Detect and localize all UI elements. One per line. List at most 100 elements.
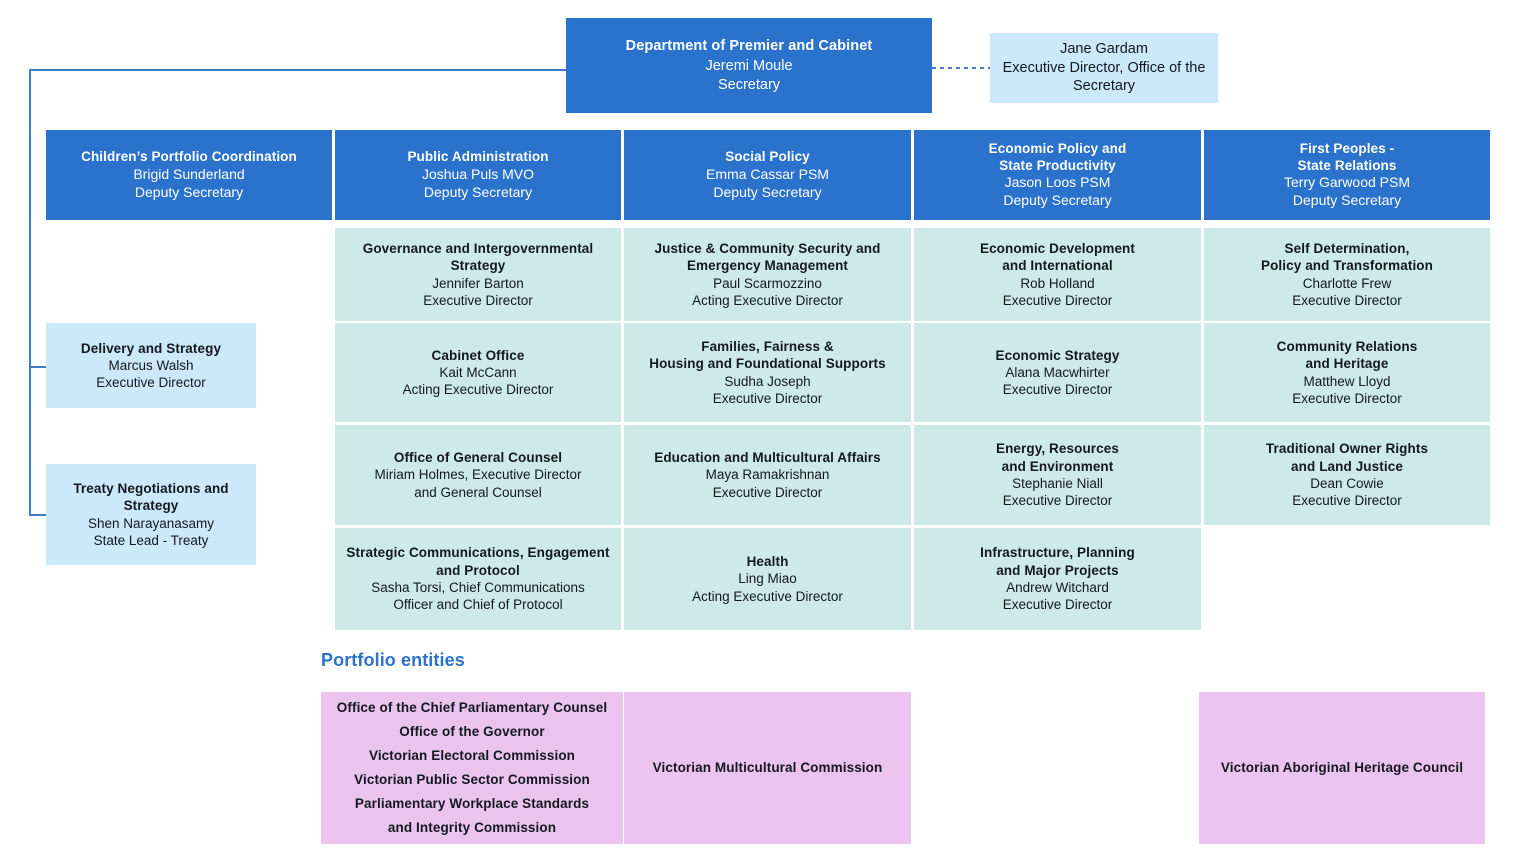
branch-role: Executive Director xyxy=(1002,292,1113,308)
branch-title: Economic Strategy xyxy=(995,347,1120,363)
deputy-role: Deputy Secretary xyxy=(134,183,244,200)
office-of-secretary-name: Jane Gardam xyxy=(1060,41,1148,58)
branch-role: Executive Director xyxy=(712,390,823,406)
portfolio-entity: Office of the Chief Parliamentary Counse… xyxy=(336,699,608,715)
branch-name: Kait McCann xyxy=(439,364,517,380)
branch-role: Officer and Chief of Protocol xyxy=(393,597,563,613)
department-secretary-role: Secretary xyxy=(717,76,781,93)
branch-box-self-determination-policy-and-transformation[interactable]: Self Determination,Policy and Transforma… xyxy=(1204,228,1490,321)
deputy-name: Joshua Puls MVO xyxy=(421,165,535,182)
portfolio-entities-heading: Portfolio entities xyxy=(321,650,465,670)
branch-title: Cabinet Office xyxy=(431,347,525,363)
portfolio-entity: Victorian Public Sector Commission xyxy=(354,772,590,787)
branch-role: Executive Director xyxy=(712,484,823,500)
branch-name: Maya Ramakrishnan xyxy=(705,467,830,483)
branch-name: Sudha Joseph xyxy=(724,373,811,389)
deputy-title: Social Policy xyxy=(725,149,810,165)
department-secretary-name: Jeremi Moule xyxy=(705,58,793,75)
branch-box-cabinet-office[interactable]: Cabinet Office Kait McCann Acting Execut… xyxy=(335,323,621,422)
branch-name: Alana Macwhirter xyxy=(1005,364,1110,380)
branch-role: Executive Director xyxy=(1292,493,1402,509)
connector-stub-delivery-strategy xyxy=(29,366,48,368)
unit-title: Delivery and Strategy xyxy=(80,340,222,356)
deputy-role: Deputy Secretary xyxy=(1292,192,1402,209)
branch-name: Stephanie Niall xyxy=(1012,476,1103,491)
branch-box-economic-strategy[interactable]: Economic Strategy Alana Macwhirter Execu… xyxy=(914,323,1201,422)
branch-name: Jennifer Barton xyxy=(432,275,524,291)
deputy-box-social-policy[interactable]: Social Policy Emma Cassar PSM Deputy Sec… xyxy=(624,130,911,220)
branch-role: Executive Director xyxy=(1292,390,1402,406)
branch-name: Paul Scarmozzino xyxy=(713,275,822,291)
portfolio-entities-group-2[interactable]: Victorian Multicultural Commission xyxy=(624,692,911,844)
branch-name: Matthew Lloyd xyxy=(1303,373,1391,389)
branch-name: Sasha Torsi, Chief Communications xyxy=(371,580,585,595)
branch-box-education-and-multicultural-affairs[interactable]: Education and Multicultural Affairs Maya… xyxy=(624,425,911,525)
unit-role: Executive Director xyxy=(96,375,206,391)
branch-role: Acting Executive Director xyxy=(692,588,843,604)
deputy-box-first-peoples-state-relations[interactable]: First Peoples -State Relations Terry Gar… xyxy=(1204,130,1490,220)
branch-role: Executive Director xyxy=(1002,597,1113,613)
deputy-box-childrens-portfolio-coordination[interactable]: Children’s Portfolio Coordination Brigid… xyxy=(46,130,332,220)
portfolio-entity: Victorian Aboriginal Heritage Council xyxy=(1220,759,1464,775)
branch-name: Andrew Witchard xyxy=(1006,580,1109,595)
department-title: Department of Premier and Cabinet xyxy=(625,37,873,54)
branch-role: Executive Director xyxy=(1002,493,1113,509)
branch-box-families-fairness-housing-and-foundational-supports[interactable]: Families, Fairness &Housing and Foundati… xyxy=(624,323,911,422)
connector-vertical-left xyxy=(29,69,31,516)
branch-role: Executive Director xyxy=(1002,382,1113,398)
deputy-title: Public Administration xyxy=(407,149,549,165)
branch-name: Ling Miao xyxy=(738,571,797,587)
unit-box-delivery-and-strategy[interactable]: Delivery and Strategy Marcus Walsh Execu… xyxy=(46,323,256,408)
unit-name: Marcus Walsh xyxy=(108,357,194,373)
branch-title: Families, Fairness &Housing and Foundati… xyxy=(649,338,886,372)
portfolio-entity: Victorian Electoral Commission xyxy=(368,747,576,763)
deputy-role: Deputy Secretary xyxy=(423,183,533,200)
branch-title: Health xyxy=(746,554,789,570)
department-box[interactable]: Department of Premier and Cabinet Jeremi… xyxy=(566,18,932,113)
portfolio-entities-group-3[interactable]: Victorian Aboriginal Heritage Council xyxy=(1199,692,1485,844)
branch-name: Dean Cowie xyxy=(1310,476,1384,491)
unit-name: Shen Narayanasamy xyxy=(87,515,215,531)
branch-role: Executive Director xyxy=(1292,292,1402,308)
deputy-title: Children’s Portfolio Coordination xyxy=(81,149,297,165)
unit-role: State Lead - Treaty xyxy=(93,532,209,548)
deputy-box-public-administration[interactable]: Public Administration Joshua Puls MVO De… xyxy=(335,130,621,220)
branch-name: Miriam Holmes, Executive Director xyxy=(374,467,582,483)
deputy-role: Deputy Secretary xyxy=(1003,192,1112,209)
branch-title: Education and Multicultural Affairs xyxy=(654,450,881,466)
portfolio-entities-group-1[interactable]: Office of the Chief Parliamentary Counse… xyxy=(321,692,623,844)
branch-role: Executive Director xyxy=(423,292,533,308)
branch-title: Self Determination,Policy and Transforma… xyxy=(1260,240,1434,274)
office-of-secretary-box[interactable]: Jane Gardam Executive Director, Office o… xyxy=(990,33,1218,103)
branch-name: Rob Holland xyxy=(1020,275,1095,291)
branch-name: Charlotte Frew xyxy=(1302,275,1392,291)
branch-box-office-of-general-counsel[interactable]: Office of General Counsel Miriam Holmes,… xyxy=(335,425,621,525)
deputy-role: Deputy Secretary xyxy=(713,183,822,200)
branch-box-health[interactable]: Health Ling Miao Acting Executive Direct… xyxy=(624,528,911,630)
portfolio-entity: Office of the Governor xyxy=(399,723,545,739)
connector-dotted-office-of-secretary xyxy=(932,67,991,69)
branch-role: Acting Executive Director xyxy=(692,292,843,308)
